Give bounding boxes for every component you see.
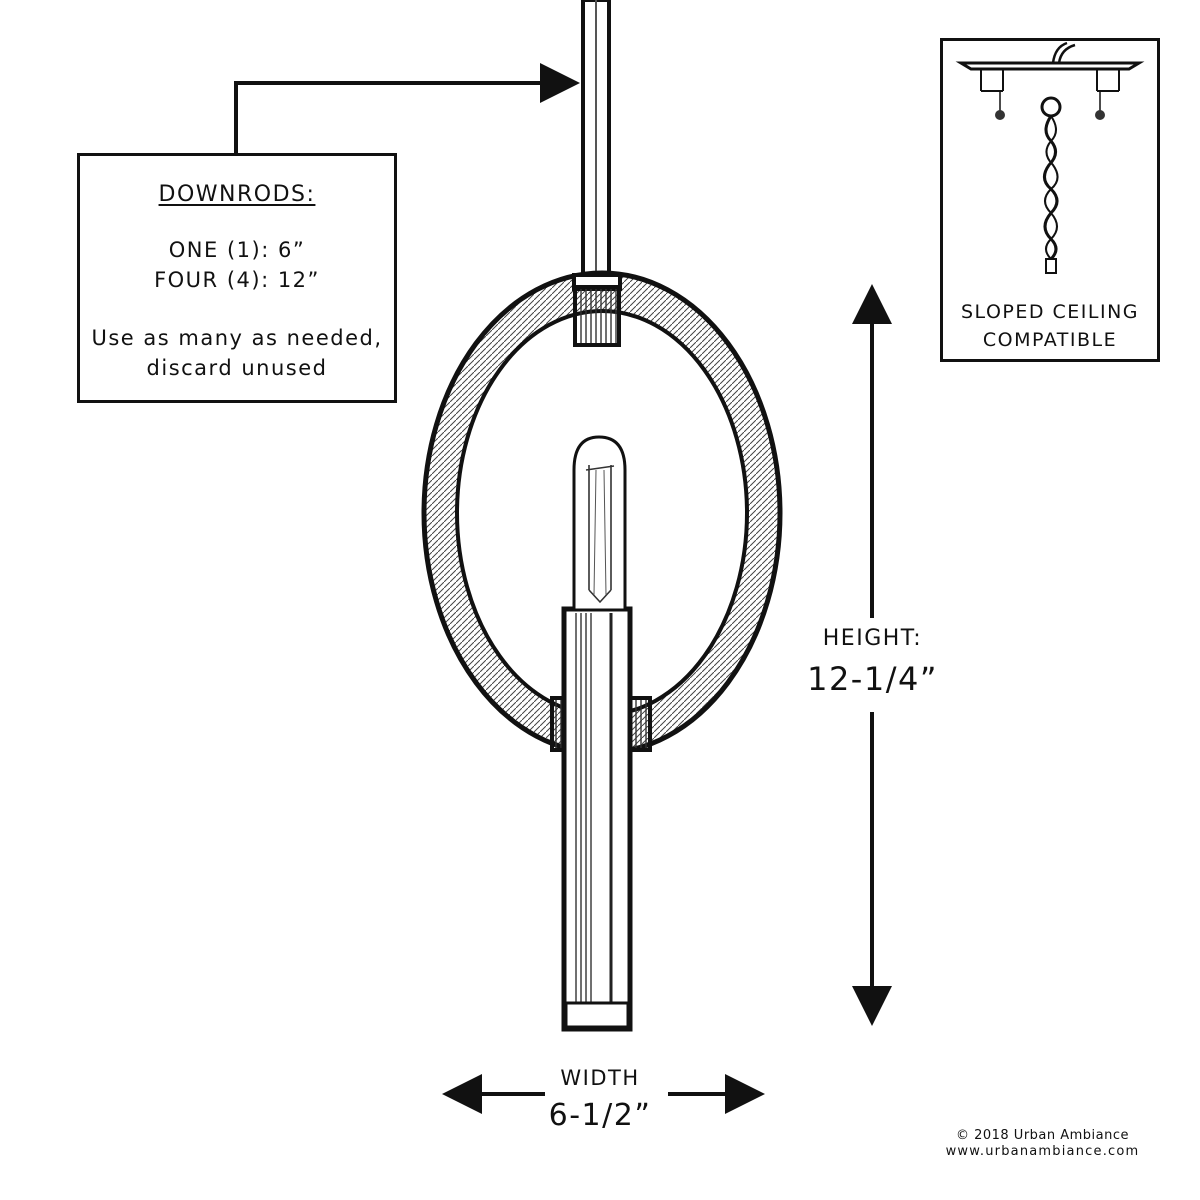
downrod-callout-arrow <box>234 63 580 153</box>
sloped-ceiling-canopy-icon <box>955 41 1145 274</box>
sloped-ceiling-line1: SLOPED CEILING <box>960 301 1140 323</box>
top-collar <box>572 273 622 347</box>
downrods-info-box: DOWNRODS: ONE (1): 6” FOUR (4): 12” Use … <box>77 153 397 403</box>
website-url: www.urbanambiance.com <box>945 1144 1140 1159</box>
width-label: WIDTH <box>560 1066 640 1090</box>
downrods-note-line2: discard unused <box>146 356 328 380</box>
copyright-notice: © 2018 Urban Ambiance <box>955 1128 1130 1143</box>
edison-bulb <box>572 435 627 612</box>
downrod-12in-count: FOUR (4): 12” <box>154 268 320 292</box>
height-label: HEIGHT: <box>822 626 923 651</box>
downrod-6in-count: ONE (1): 6” <box>168 238 306 262</box>
downrods-note-line1: Use as many as needed, <box>91 326 383 350</box>
downrods-title: DOWNRODS: <box>158 182 316 207</box>
sloped-ceiling-box: SLOPED CEILING COMPATIBLE <box>940 38 1160 362</box>
height-value: 12-1/4” <box>807 660 938 698</box>
sloped-ceiling-line2: COMPATIBLE <box>982 329 1118 351</box>
width-value: 6-1/2” <box>548 1098 652 1133</box>
downrod <box>581 0 611 284</box>
socket-tube <box>561 606 633 1032</box>
